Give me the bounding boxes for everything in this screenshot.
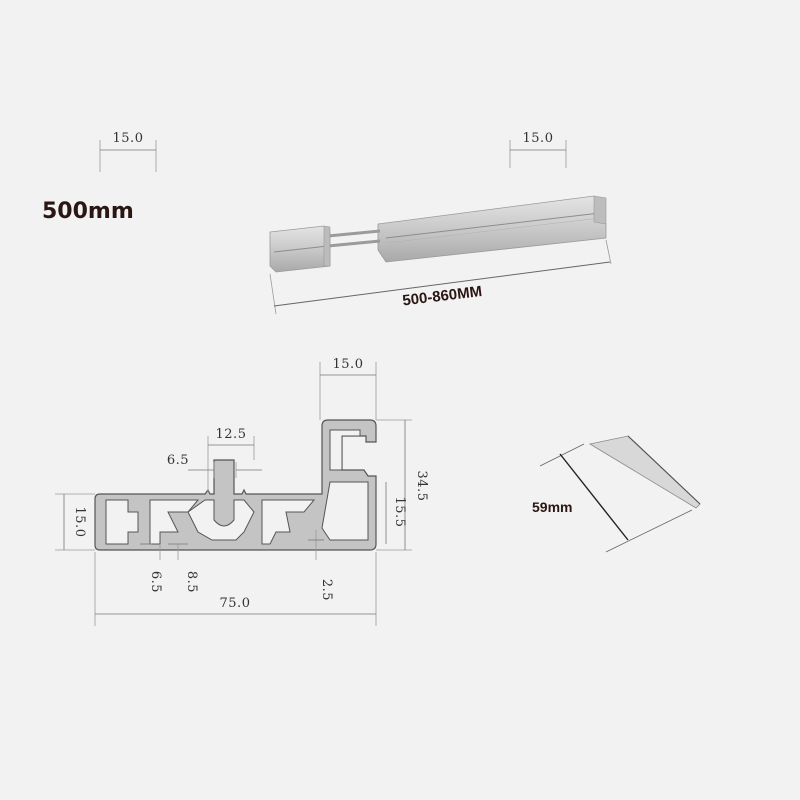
dim-overall-width-label: 75.0 bbox=[220, 596, 251, 611]
dim-top-width-label: 15.0 bbox=[333, 357, 364, 372]
dim-height-lower-label: 15.5 bbox=[392, 497, 407, 528]
dim-overall-width: 75.0 bbox=[94, 552, 377, 626]
dim-wall-right-label: 2.5 bbox=[319, 579, 334, 601]
dim-height-total: 34.5 bbox=[376, 419, 429, 551]
end-dim-left-label: 15.0 bbox=[113, 131, 144, 146]
dim-slot-width-label: 12.5 bbox=[216, 427, 247, 442]
profile-cross-section: 15.0 12.5 6.5 34.5 15.5 bbox=[55, 357, 429, 626]
dim-wall-left-label: 6.5 bbox=[148, 571, 163, 593]
dim-left-height: 15.0 bbox=[55, 493, 95, 551]
dim-wall-mid-label: 8.5 bbox=[184, 571, 199, 593]
dim-height-lower: 15.5 bbox=[385, 482, 407, 544]
end-dim-left: 15.0 bbox=[99, 131, 157, 172]
dim-slot-gap: 6.5 bbox=[167, 453, 262, 478]
dim-height-total-label: 34.5 bbox=[414, 471, 429, 502]
dim-top-width: 15.0 bbox=[319, 357, 377, 420]
dim-slot-gap-label: 6.5 bbox=[167, 453, 189, 468]
dim-wall-left: 6.5 bbox=[140, 543, 163, 593]
dim-wall-mid: 8.5 bbox=[168, 543, 199, 593]
length-label: 500mm bbox=[42, 199, 134, 224]
depth-label: 59mm bbox=[532, 499, 572, 515]
dim-left-height-label: 15.0 bbox=[72, 507, 87, 538]
range-label: 500-860MM bbox=[401, 283, 483, 310]
end-dim-right: 15.0 bbox=[509, 131, 567, 168]
dim-wall-right: 2.5 bbox=[308, 530, 334, 601]
rail-illustration bbox=[269, 195, 607, 273]
side-depth-group: 59mm bbox=[532, 435, 701, 553]
top-rail-group: 15.0 15.0 500mm bbox=[42, 131, 612, 315]
dim-slot-width: 12.5 bbox=[207, 427, 255, 492]
end-dim-right-label: 15.0 bbox=[523, 131, 554, 146]
